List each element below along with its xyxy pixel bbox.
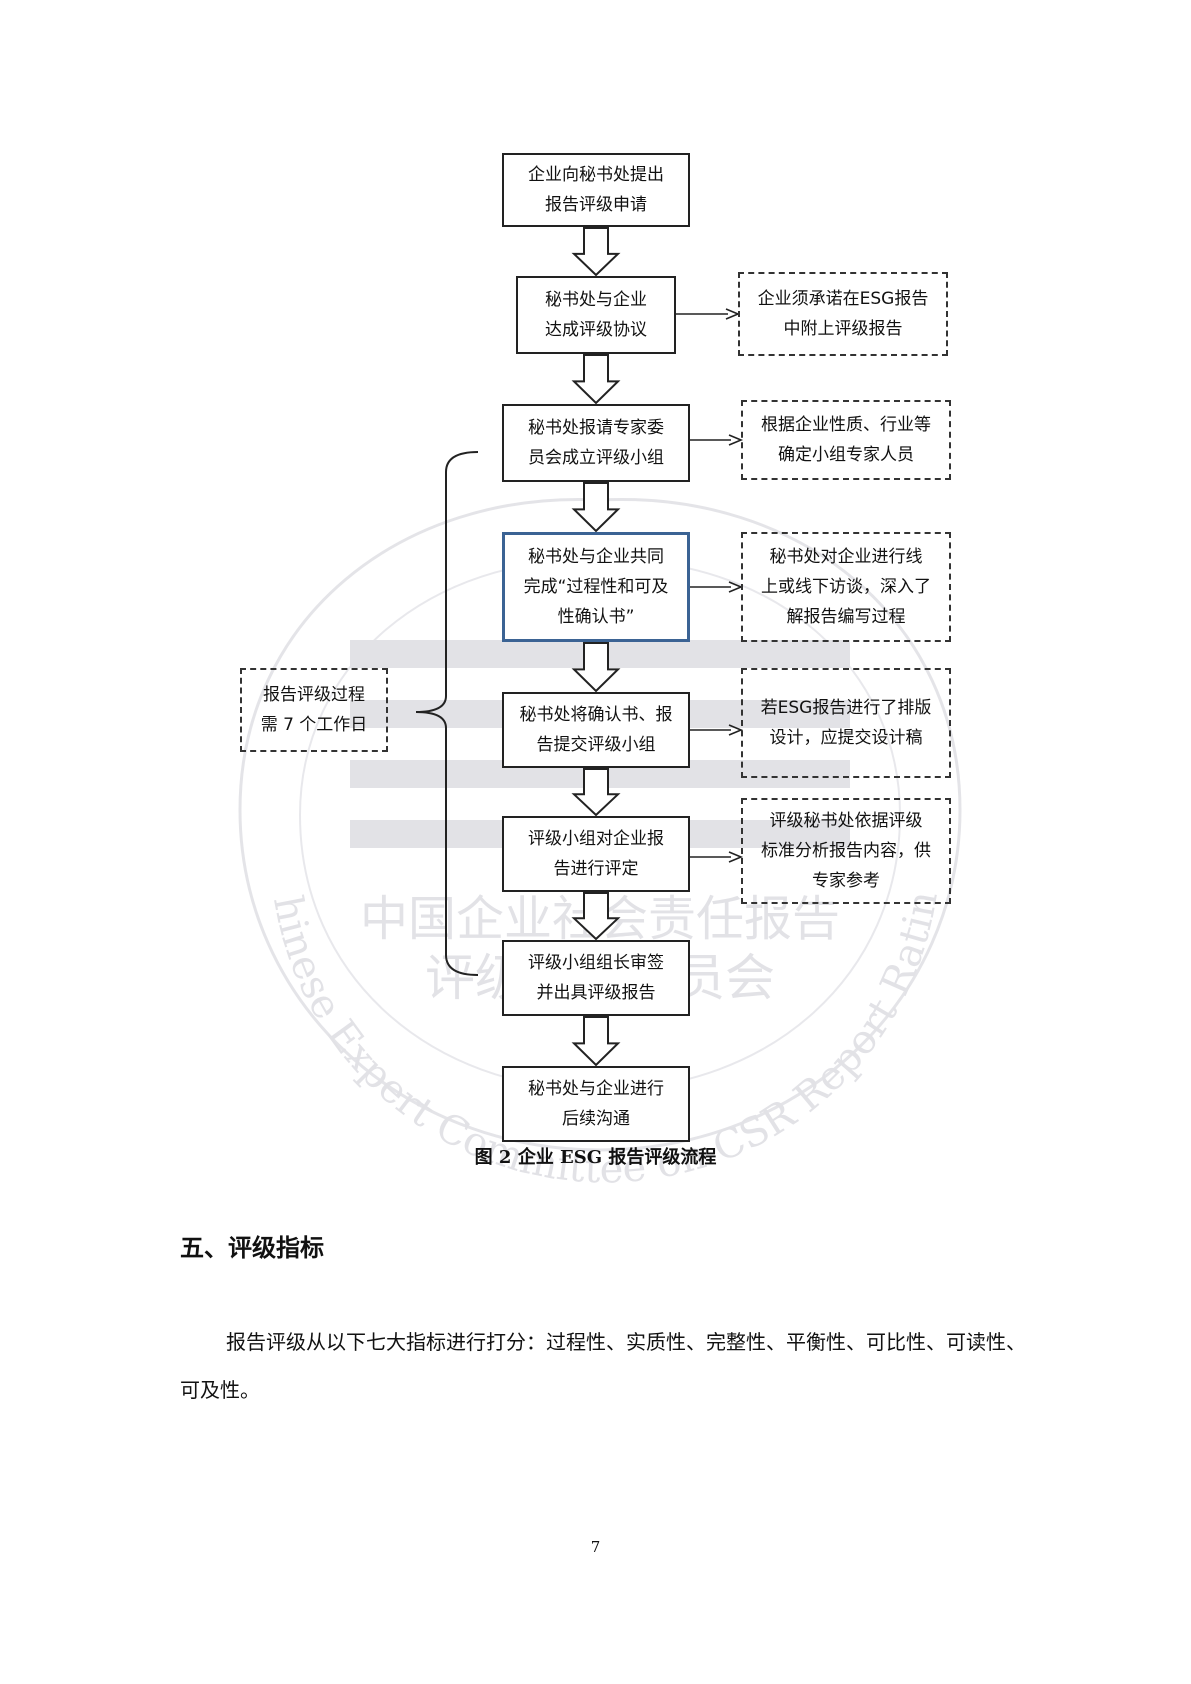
flow-step-4: 秘书处与企业共同 完成“过程性和可及 性确认书” [502,532,690,642]
section-heading: 五、评级指标 [180,1233,324,1262]
down-arrow-1 [571,227,621,277]
note-expert-selection: 根据企业性质、行业等 确定小组专家人员 [741,400,951,480]
body-paragraph: 报告评级从以下七大指标进行打分：过程性、实质性、完整性、平衡性、可比性、可读性、… [180,1330,1026,1402]
seal-outline [238,497,962,1152]
down-arrow-3 [571,482,621,533]
down-arrow-7 [571,1016,621,1067]
note-interview: 秘书处对企业进行线 上或线下访谈，深入了 解报告编写过程 [741,532,951,642]
duration-bracket [415,451,479,976]
down-arrow-4 [571,642,621,693]
down-arrow-5 [571,768,621,817]
note-analysis: 评级秘书处依据评级 标准分析报告内容，供 专家参考 [741,798,951,904]
flow-step-7: 评级小组组长审签 并出具评级报告 [502,940,690,1016]
page-number: 7 [590,1538,601,1556]
bracket-label-duration: 报告评级过程 需 7 个工作日 [240,668,388,752]
figure-caption: 图 2 企业 ESG 报告评级流程 [474,1147,717,1168]
note-design-draft: 若ESG报告进行了排版 设计，应提交设计稿 [741,668,951,778]
flow-step-8: 秘书处与企业进行 后续沟通 [502,1066,690,1142]
flow-step-3: 秘书处报请专家委 员会成立评级小组 [502,404,690,482]
down-arrow-6 [571,892,621,941]
down-arrow-2 [571,354,621,405]
flow-step-5: 秘书处将确认书、报 告提交评级小组 [502,692,690,768]
flow-step-1: 企业向秘书处提出 报告评级申请 [502,153,690,227]
flow-step-2: 秘书处与企业 达成评级协议 [516,276,676,354]
note-esg-commitment: 企业须承诺在ESG报告 中附上评级报告 [738,272,948,356]
flow-step-6: 评级小组对企业报 告进行评定 [502,816,690,892]
